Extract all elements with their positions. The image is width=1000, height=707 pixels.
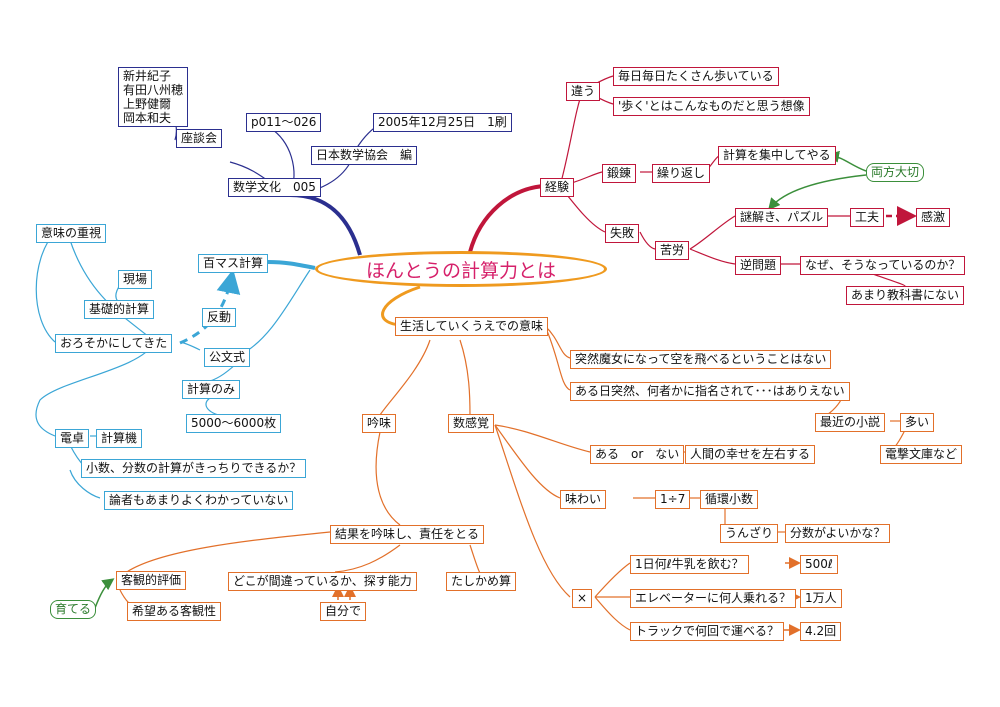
kyakkan-node: 客観的評価 <box>116 571 187 590</box>
unzari-node: うんざり <box>720 524 779 543</box>
majo-node: 突然魔女になって空を飛べるということはない <box>570 350 832 369</box>
ginmi-node: 吟味 <box>362 414 397 433</box>
sodateru-node: 育てる <box>50 600 97 619</box>
junkan-node: 循環小数 <box>700 490 759 509</box>
jibun-node: 自分で <box>320 602 367 621</box>
hando-node: 反動 <box>202 308 237 327</box>
shosu-node: 小数、分数の計算がきっちりできるか？ <box>81 459 307 478</box>
truck-node: トラックで何回で運べる？ <box>630 622 785 641</box>
kuro-node: 苦労 <box>655 241 690 260</box>
kangeki-node: 感激 <box>916 208 951 227</box>
shiawase-node: 人間の幸せを左右する <box>685 445 816 464</box>
kibou-node: 希望ある客観性 <box>127 602 222 621</box>
elevator-answer-node: 1万人 <box>800 589 842 608</box>
arrow-sodateru <box>94 578 115 609</box>
branch-life <box>381 285 421 327</box>
mai-node: 5000～6000枚 <box>186 414 282 433</box>
ronsha-node: 論者もあまりよくわかっていない <box>104 491 294 510</box>
shimei-node: ある日突然、何者かに指名されて･･･はありえない <box>570 382 850 401</box>
arrow-ryoho-nazotoki <box>768 174 867 211</box>
zadankai-node: 座談会 <box>176 129 223 148</box>
kiso-node: 基礎的計算 <box>84 300 155 319</box>
div-node: 1÷7 <box>655 490 691 509</box>
doko-node: どこが間違っているか、探す能力 <box>228 572 417 591</box>
shosetsu-node: 最近の小説 <box>815 413 886 432</box>
nazotoki-node: 謎解き、パズル <box>735 208 829 227</box>
sukankaku-node: 数感覚 <box>448 414 495 433</box>
truck-answer-node: 4.2回 <box>800 622 842 641</box>
imi-node: 意味の重視 <box>36 224 107 243</box>
gyunyu-answer-node: 500ℓ <box>800 555 838 574</box>
dentaku-node: 電卓 <box>55 429 90 448</box>
keisannomi-node: 計算のみ <box>182 380 241 399</box>
branch-left <box>267 260 316 270</box>
keisanki-node: 計算機 <box>96 429 143 448</box>
tanren-node: 鍛錬 <box>602 164 637 183</box>
elevator-node: エレベーターに何人乗れる？ <box>630 589 797 608</box>
tashikame-node: たしかめ算 <box>446 572 517 591</box>
shuchu-node: 計算を集中してやる <box>718 146 836 165</box>
orosoka-node: おろそかにしてきた <box>55 334 173 353</box>
branch-experience <box>468 184 546 253</box>
shippai-node: 失敗 <box>605 224 640 243</box>
life-root-node: 生活していくうえでの意味 <box>395 317 549 336</box>
gyunyu-node: 1日何ℓ牛乳を飲む？ <box>630 555 749 574</box>
kekka-node: 結果を吟味し、責任をとる <box>330 525 485 544</box>
pages-node: p011～026 <box>246 113 322 132</box>
aru-node: ある or ない <box>590 445 685 464</box>
chigau-node: 違う <box>566 82 601 101</box>
chigau2-node: '歩く'とはこんなものだと思う想像 <box>613 97 810 116</box>
hyakumasu-node: 百マス計算 <box>198 254 269 273</box>
kurikaeshi-node: 繰り返し <box>652 164 711 183</box>
date-node: 2005年12月25日 1刷 <box>373 113 512 132</box>
book-node: 数学文化 005 <box>228 178 321 197</box>
kumon-node: 公文式 <box>204 348 251 367</box>
keiken-node: 経験 <box>540 178 575 197</box>
authors-node: 新井紀子 有田八州穂 上野健爾 岡本和夫 <box>118 67 189 127</box>
ryoho-node: 両方大切 <box>866 163 925 182</box>
genba-node: 現場 <box>118 270 153 289</box>
batsu-node: × <box>572 589 593 608</box>
kyokasho-node: あまり教科書にない <box>846 286 965 305</box>
kufu-node: 工夫 <box>850 208 885 227</box>
gyaku-node: 逆問題 <box>735 256 782 275</box>
oi-node: 多い <box>900 413 935 432</box>
dengeki-node: 電撃文庫など <box>880 445 963 464</box>
ajiwai-node: 味わい <box>560 490 607 509</box>
publisher-node: 日本数学協会 編 <box>311 146 418 165</box>
branch-source <box>289 193 362 256</box>
central-topic: ほんとうの計算力とは <box>315 251 607 287</box>
naze-node: なぜ、そうなっているのか？ <box>800 256 966 275</box>
chigau1-node: 毎日毎日たくさん歩いている <box>613 67 779 86</box>
bunsu-node: 分数がよいかな？ <box>785 524 891 543</box>
